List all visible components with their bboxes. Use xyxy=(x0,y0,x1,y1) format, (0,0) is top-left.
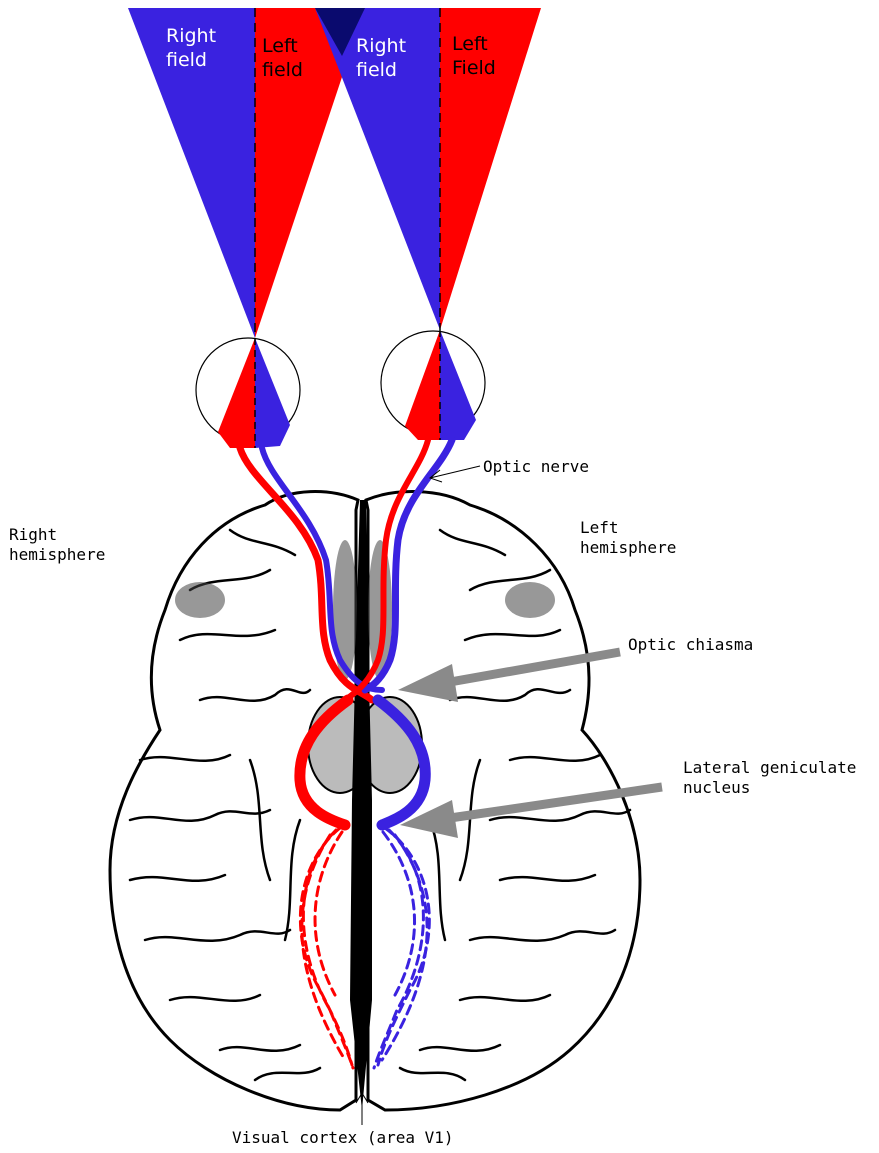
right-eye xyxy=(381,330,485,440)
optic-chiasma-label: Optic chiasma xyxy=(628,635,753,655)
visual-cortex-label: Visual cortex (area V1) xyxy=(232,1128,454,1148)
left-field-label-left-eye: Left field xyxy=(262,34,303,82)
optic-nerve-label: Optic nerve xyxy=(483,457,589,477)
right-field-label-right-eye: Right field xyxy=(356,34,406,82)
lateral-geniculate-nucleus-label: Lateral geniculate nucleus xyxy=(683,758,856,798)
left-eye xyxy=(196,338,300,448)
left-hemisphere-label: Left hemisphere xyxy=(580,518,676,558)
right-hemisphere-label: Right hemisphere xyxy=(9,525,105,565)
left-field-label-right-eye: Left Field xyxy=(452,32,496,80)
right-field-label-left-eye: Right field xyxy=(166,24,216,72)
